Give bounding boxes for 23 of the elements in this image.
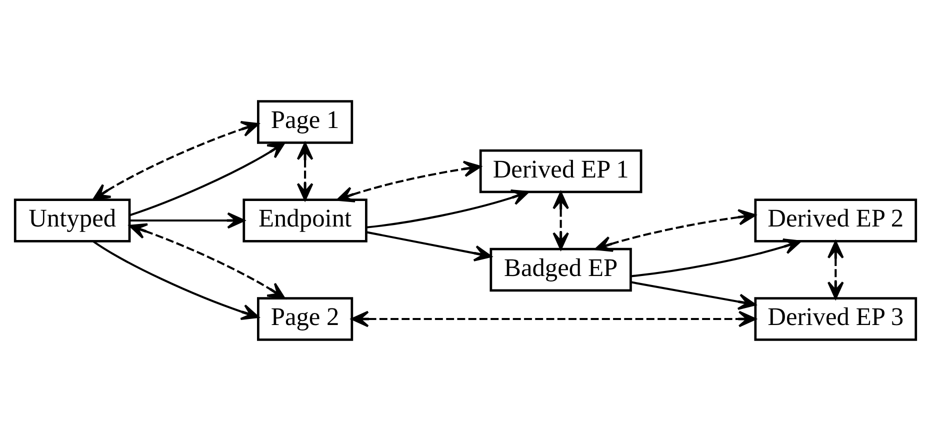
arrow bbox=[351, 310, 756, 327]
node-box: Untyped bbox=[14, 198, 131, 242]
node-box: Badged EP bbox=[490, 247, 632, 292]
arrow bbox=[129, 222, 286, 299]
arrow bbox=[296, 142, 314, 200]
arrow bbox=[366, 188, 530, 228]
node-box: Page 1 bbox=[257, 100, 354, 144]
arrow bbox=[552, 190, 569, 250]
node-box: Page 2 bbox=[257, 296, 354, 340]
arrow bbox=[92, 240, 260, 320]
arrow bbox=[630, 238, 802, 277]
node-box: Endpoint bbox=[242, 198, 368, 242]
node-box: Derived EP 2 bbox=[754, 198, 918, 242]
arrow bbox=[630, 280, 756, 310]
arrow bbox=[594, 208, 756, 252]
arrow bbox=[366, 230, 492, 261]
arrow bbox=[336, 160, 482, 202]
arrow bbox=[92, 120, 260, 200]
arrow bbox=[130, 212, 245, 228]
node-box: Derived EP 3 bbox=[754, 296, 918, 340]
node-box: Derived EP 1 bbox=[479, 148, 642, 193]
arrow bbox=[130, 141, 286, 216]
arrow bbox=[827, 240, 844, 299]
